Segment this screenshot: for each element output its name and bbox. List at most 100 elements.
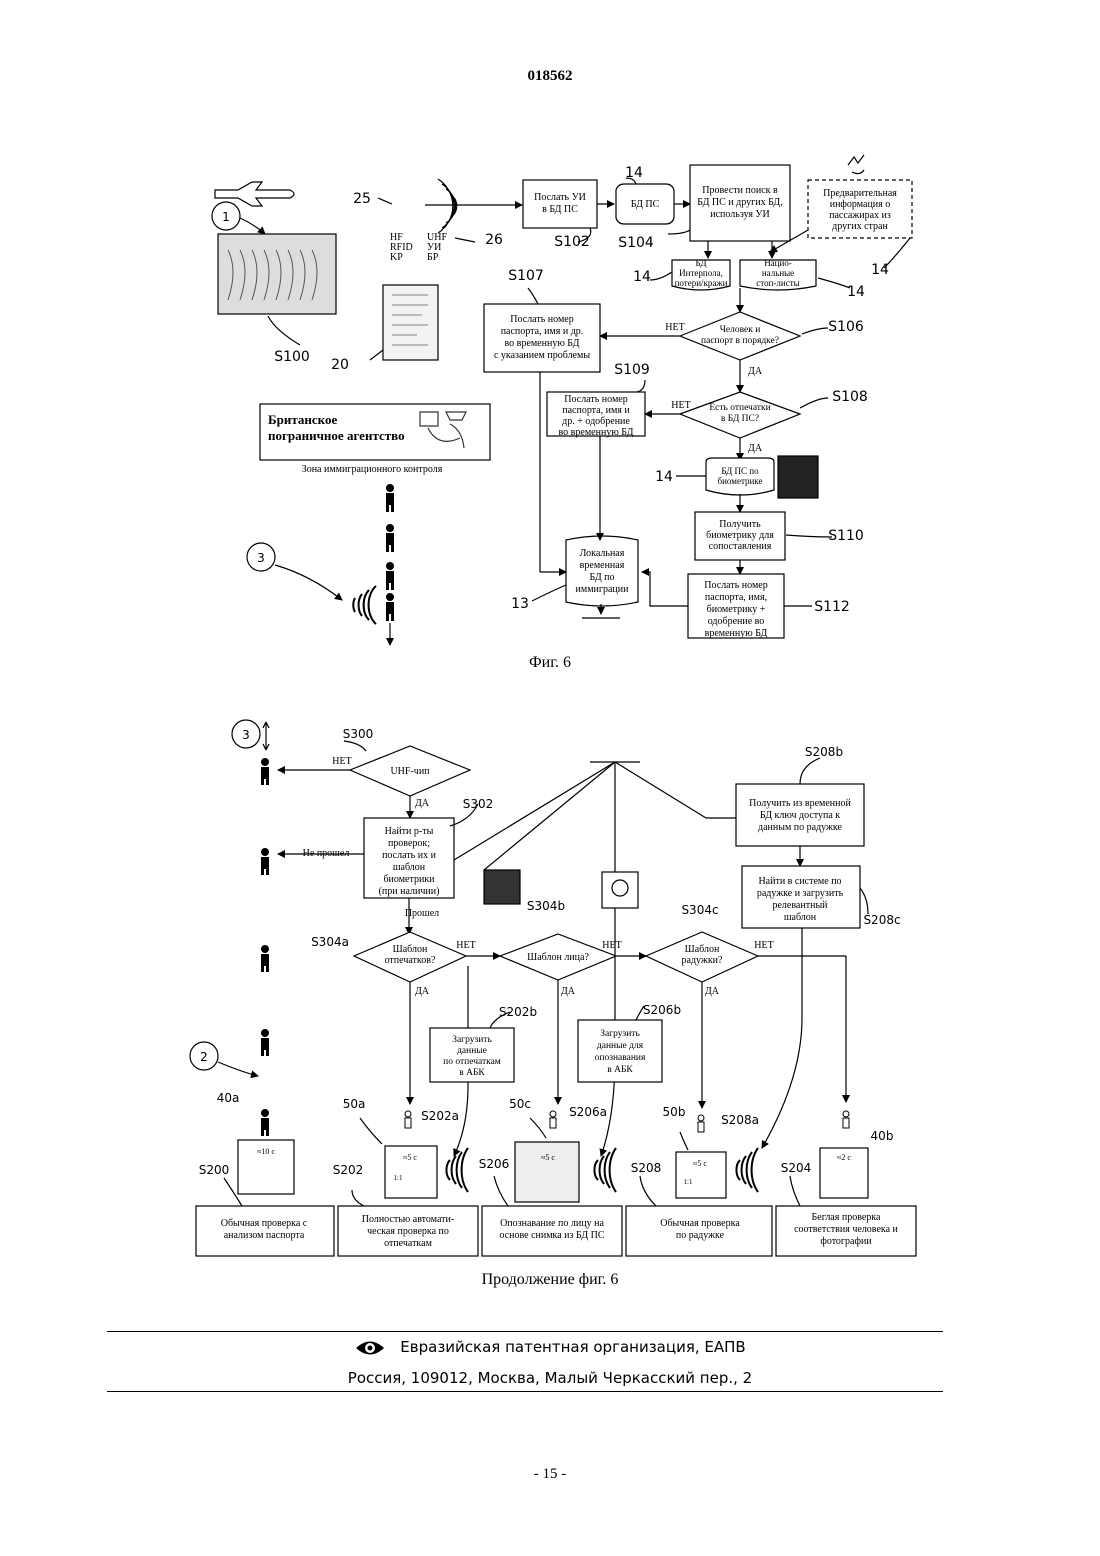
kiosk-50c <box>515 1142 579 1202</box>
label-no: НЕТ <box>754 940 773 951</box>
label-fig6-ref-S106: S106 <box>828 319 864 335</box>
label-fig6cont-ref-r50a: 50a <box>343 1097 366 1111</box>
label-fig6cont-ref-S304b: S304b <box>527 899 565 913</box>
label-fig6cont-ref-S202b: S202b <box>499 1005 537 1019</box>
label-fig6-ref-r13: 13 <box>511 596 529 612</box>
label-fig6-ref-r14d: 14 <box>847 284 865 300</box>
label-fig6cont-ref-r3: 3 <box>242 728 250 742</box>
label-no: НЕТ <box>671 400 690 411</box>
label-fig6-ref-S100: S100 <box>274 349 310 365</box>
label-fig6cont-ref-S206: S206 <box>479 1157 510 1171</box>
face-thumb <box>602 872 638 908</box>
passport-document-image <box>383 285 438 360</box>
label-no: НЕТ <box>665 322 684 333</box>
label-no: НЕТ <box>456 940 475 951</box>
footer-org: Евразийская патентная организация, ЕАПВ <box>400 1338 745 1356</box>
label-fig6-ref-r25: 25 <box>353 191 371 207</box>
label-yes: ДА <box>705 986 720 997</box>
kiosk-timer: ≈10 с <box>257 1147 275 1156</box>
label-fig6cont-ref-S208c: S208c <box>863 913 900 927</box>
label-fig6cont-boxes-s208b: Получить из временнойБД ключ доступа кда… <box>749 798 851 833</box>
label-failed: Не прошел <box>303 848 350 859</box>
rfid-legend-item: KP <box>390 252 403 263</box>
zone-label: Зона иммиграционного контроля <box>302 464 443 475</box>
person-outline-icons <box>405 1111 849 1132</box>
label-fig6cont-ref-S304a: S304a <box>311 935 349 949</box>
label-fig6-ref-r14a: 14 <box>625 165 643 181</box>
label-yes: ДА <box>415 986 430 997</box>
fingerprint-thumb <box>484 870 520 904</box>
label-fig6-boxes-biometric_db: БД ПС побиометрике <box>718 466 763 486</box>
label-fig6-ref-r14c: 14 <box>633 269 651 285</box>
db-local-immigration <box>566 536 638 606</box>
label-fig6cont-ref-S202a: S202a <box>421 1109 459 1123</box>
label-yes: ДА <box>561 986 576 997</box>
label-fig6-boxes-s109: Послать номерпаспорта, имя идр. + одобре… <box>559 394 634 438</box>
label-fig6cont-ref-S208a: S208a <box>721 1113 759 1127</box>
label-fig6-ref-S102: S102 <box>554 234 590 250</box>
label-fig6cont-boxes-r206: Опознавание по лицу наоснове снимка из Б… <box>499 1218 604 1241</box>
label-passed: Прошел <box>405 908 439 919</box>
globe-person-icon <box>848 155 864 174</box>
label-fig6-ref-S112: S112 <box>814 599 850 615</box>
page-number: - 15 - <box>0 1466 1100 1483</box>
person-icon <box>386 484 394 621</box>
label-fig6-ref-S109: S109 <box>614 362 650 378</box>
label-fig6cont-ref-r50c: 50c <box>509 1097 531 1111</box>
label-no: НЕТ <box>332 756 351 767</box>
label-fig6-ref-S104: S104 <box>618 235 654 251</box>
label-fig6cont-boxes-s304b: Шаблон лица? <box>527 952 589 963</box>
label-fig6-ref-r1: 1 <box>222 210 230 224</box>
label-fig6-ref-S107: S107 <box>508 268 544 284</box>
label-yes: ДА <box>748 443 763 454</box>
label-fig6cont-ref-S202: S202 <box>333 1163 364 1177</box>
kiosk-ratio: 1:1 <box>394 1174 403 1182</box>
label-fig6-ref-r3: 3 <box>257 551 265 565</box>
label-fig6cont-ref-S204: S204 <box>781 1161 812 1175</box>
rfid-legend-item: БР <box>427 252 439 263</box>
label-fig6cont-boxes-r200: Обычная проверка санализом паспорта <box>221 1218 308 1241</box>
label-fig6cont-ref-S304c: S304c <box>681 903 718 917</box>
label-fig6-boxes-bd_ps: БД ПС <box>631 199 660 210</box>
label-fig6cont-boxes-uhf: UHF-чип <box>390 766 430 777</box>
flowchart-figure: 13S100202526S102S1041414141414S107S106S1… <box>0 0 1100 1300</box>
footer-org-line: Евразийская патентная организация, ЕАПВ <box>0 1338 1100 1357</box>
label-yes: ДА <box>415 798 430 809</box>
rfid-signal-icon <box>438 179 457 233</box>
label-fig6cont-ref-S208: S208 <box>631 1161 662 1175</box>
label-fig6cont-ref-r40a: 40a <box>217 1091 240 1105</box>
eapo-eye-logo-icon <box>354 1339 386 1357</box>
label-fig6cont-ref-S200: S200 <box>199 1163 230 1177</box>
passport-scan-image <box>218 234 336 314</box>
label-fig6-ref-S108: S108 <box>832 389 868 405</box>
kiosk-timer: ≈5 с <box>541 1153 555 1162</box>
person-icon-reject <box>261 758 269 1136</box>
label-fig6-boxes-prelim: Предварительнаяинформация опассажирах из… <box>823 188 897 232</box>
footer-rule-bottom <box>107 1391 943 1392</box>
label-fig6cont-ref-S206b: S206b <box>643 1003 681 1017</box>
label-fig6-ref-S110: S110 <box>828 528 864 544</box>
label-fig6cont-ref-r40b: 40b <box>871 1129 894 1143</box>
footer-rule-top <box>107 1331 943 1332</box>
figure-continuation-caption: Продолжение фиг. 6 <box>0 1271 1100 1289</box>
label-fig6-ref-r26: 26 <box>485 232 503 248</box>
kiosk-timer: ≈5 с <box>403 1153 417 1162</box>
label-fig6cont-boxes-s304c: Шаблонрадужки? <box>682 944 724 966</box>
label-fig6-ref-r20: 20 <box>331 357 349 373</box>
kiosk-timer: ≈2 с <box>837 1153 851 1162</box>
label-fig6-ref-r14e: 14 <box>655 469 673 485</box>
label-fig6-ref-r14b: 14 <box>871 262 889 278</box>
label-no: НЕТ <box>602 940 621 951</box>
footer-address: Россия, 109012, Москва, Малый Черкасский… <box>0 1369 1100 1387</box>
fingerprint-image <box>778 456 818 498</box>
kiosk-ratio: 1:1 <box>684 1178 693 1186</box>
label-fig6cont-ref-S206a: S206a <box>569 1105 607 1119</box>
label-fig6cont-ref-S300: S300 <box>343 727 374 741</box>
label-fig6cont-ref-S208b: S208b <box>805 745 843 759</box>
figure-caption: Фиг. 6 <box>0 654 1100 672</box>
label-fig6-boxes-s112: Послать номерпаспорта, имя,биометрику +о… <box>704 580 767 639</box>
label-fig6cont-ref-r50b: 50b <box>663 1105 686 1119</box>
kiosk-timer: ≈5 с <box>693 1159 707 1168</box>
label-fig6cont-ref-r2: 2 <box>200 1050 208 1064</box>
label-yes: ДА <box>748 366 763 377</box>
